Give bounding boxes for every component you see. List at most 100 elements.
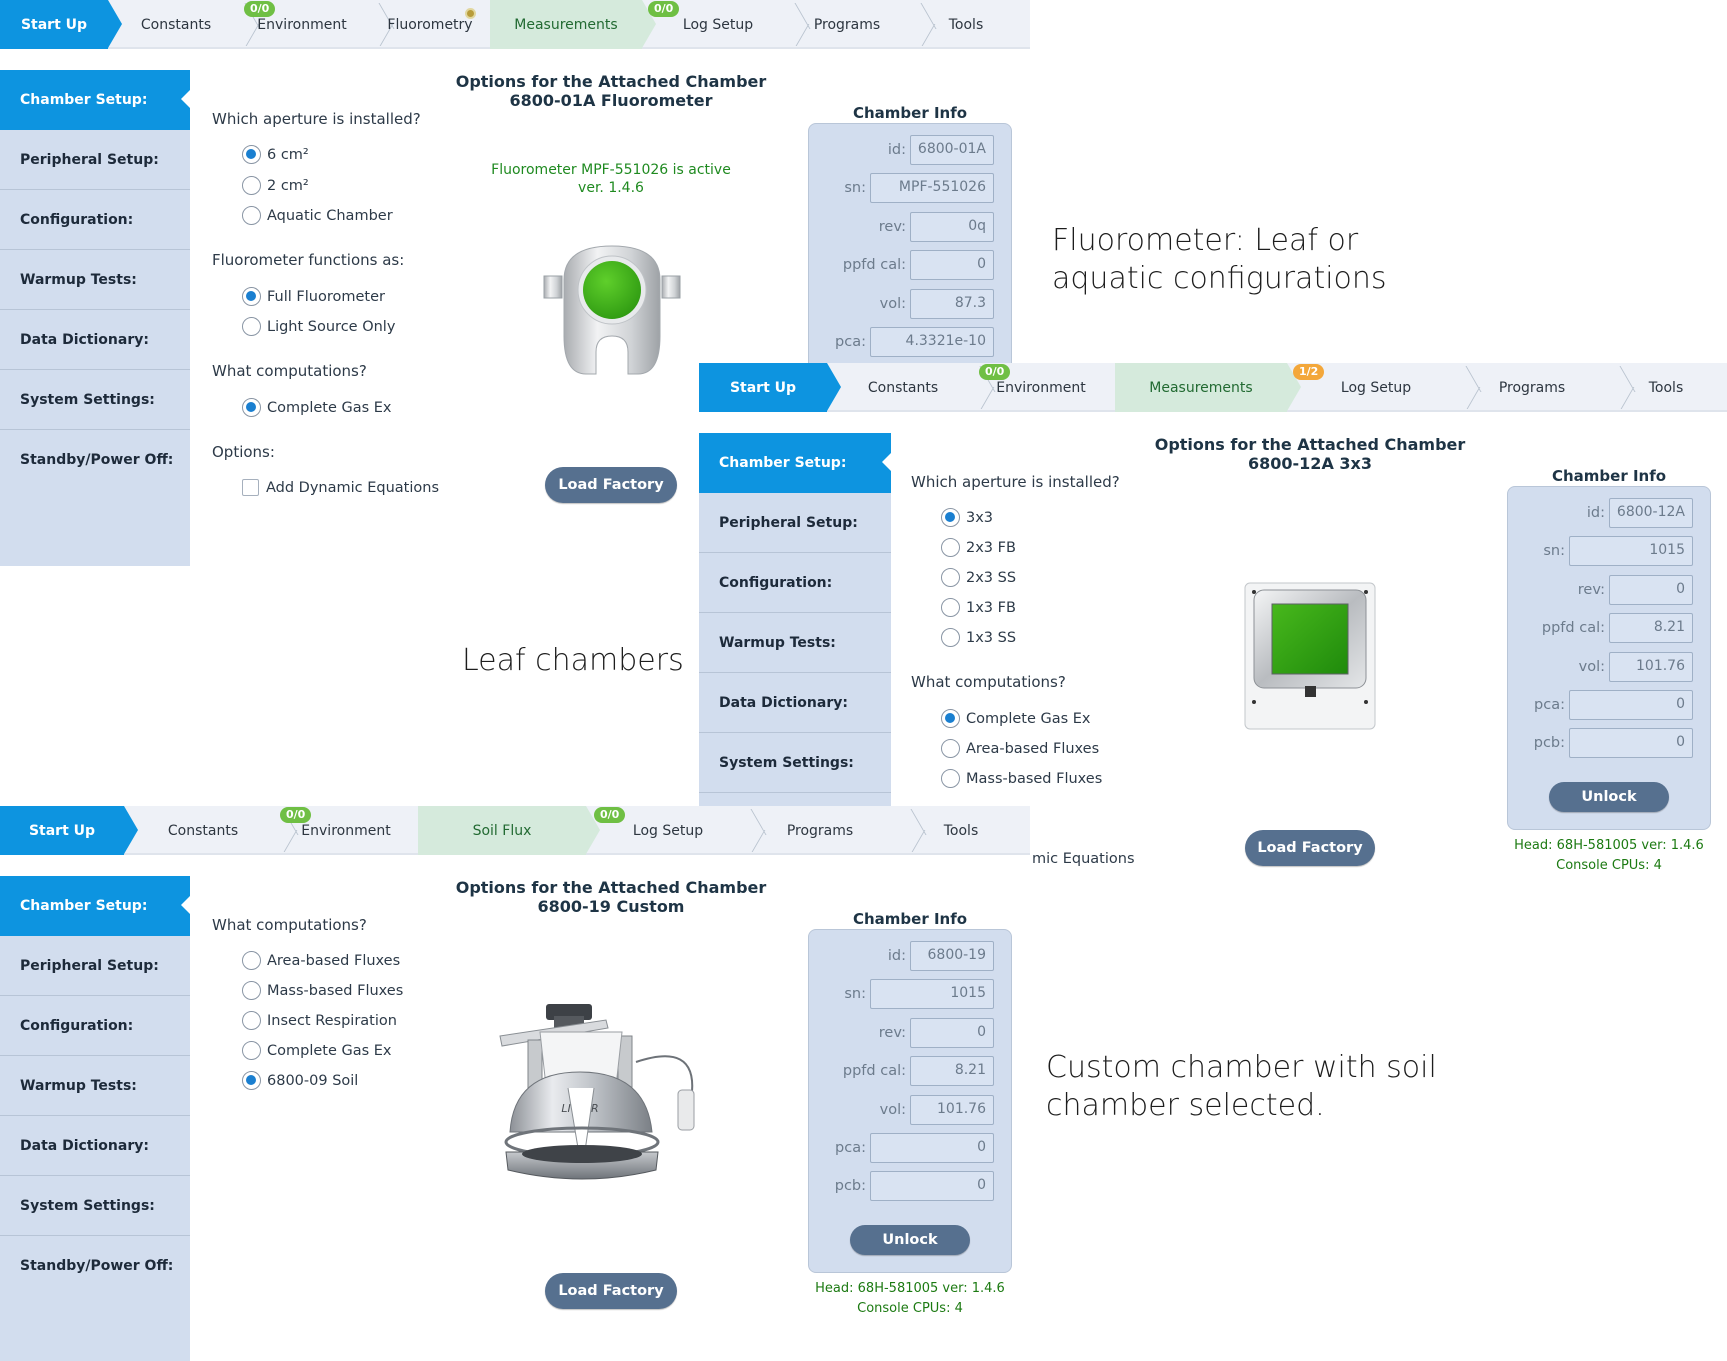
radio-button[interactable] [242, 287, 261, 306]
side-peripheral-setup[interactable]: Peripheral Setup: [0, 936, 190, 996]
side-configuration[interactable]: Configuration: [0, 190, 190, 250]
tab-programs[interactable]: Programs [1459, 363, 1605, 412]
computation-option[interactable]: Insect Respiration [242, 1011, 397, 1030]
aperture-option[interactable]: Aquatic Chamber [242, 206, 393, 225]
side-peripheral-setup[interactable]: Peripheral Setup: [699, 493, 891, 553]
tab-tools[interactable]: Tools [948, 16, 984, 33]
radio-button[interactable] [941, 739, 960, 758]
radio-button[interactable] [941, 628, 960, 647]
computation-option[interactable]: 6800-09 Soil [242, 1071, 358, 1090]
tab-log-setup[interactable]: Log Setup [1301, 363, 1451, 412]
tab-fluorometry[interactable]: Fluorometry [387, 16, 473, 33]
tab-tools[interactable]: Tools [943, 822, 979, 839]
radio-button[interactable] [242, 145, 261, 164]
computation-option[interactable]: Area-based Fluxes [242, 951, 400, 970]
tab-programs[interactable]: Programs [788, 0, 906, 49]
aperture-option[interactable]: 2x3 FB [941, 538, 1016, 557]
side-data-dictionary[interactable]: Data Dictionary: [699, 673, 891, 733]
load-factory-button[interactable]: Load Factory [545, 1273, 677, 1309]
side-configuration[interactable]: Configuration: [699, 553, 891, 613]
tab-measurements[interactable]: Measurements [1115, 363, 1301, 412]
radio-button[interactable] [941, 598, 960, 617]
radio-button[interactable] [941, 769, 960, 788]
radio-button[interactable] [242, 398, 261, 417]
aperture-option[interactable]: 2x3 SS [941, 568, 1016, 587]
tab-environment[interactable]: Environment [240, 0, 364, 49]
tab-tools[interactable]: Tools [1648, 379, 1684, 396]
checkbox[interactable] [242, 479, 259, 496]
radio-button[interactable] [242, 951, 261, 970]
computation-option[interactable]: Complete Gas Ex [242, 1041, 392, 1060]
side-peripheral-setup[interactable]: Peripheral Setup: [0, 130, 190, 190]
tab-constants[interactable]: Constants [138, 806, 268, 855]
radio-button[interactable] [242, 981, 261, 1000]
radio-button[interactable] [941, 709, 960, 728]
radio-button[interactable] [941, 568, 960, 587]
tab-log-setup[interactable]: Log Setup [656, 0, 780, 49]
aperture-option[interactable]: 1x3 FB [941, 598, 1016, 617]
tab-measurements[interactable]: Measurements [490, 0, 656, 49]
radio-button[interactable] [242, 1071, 261, 1090]
tab-environment[interactable]: Environment [301, 822, 391, 839]
side-data-dictionary[interactable]: Data Dictionary: [0, 1116, 190, 1176]
tab-start-up[interactable]: Start Up [0, 806, 138, 855]
computation-option[interactable]: Area-based Fluxes [941, 739, 1099, 758]
unlock-button[interactable]: Unlock [1549, 782, 1669, 812]
ci-label: pcb: [834, 1178, 866, 1194]
radio-button[interactable] [941, 508, 960, 527]
side-data-dictionary[interactable]: Data Dictionary: [0, 310, 190, 370]
tab-start-up[interactable]: Start Up [0, 0, 122, 49]
side-system-settings[interactable]: System Settings: [699, 733, 891, 793]
tab-environment[interactable]: Environment [996, 379, 1086, 396]
load-factory-button[interactable]: Load Factory [545, 467, 677, 503]
radio-button[interactable] [941, 538, 960, 557]
function-option[interactable]: Full Fluorometer [242, 287, 385, 306]
side-chamber-setup[interactable]: Chamber Setup: [0, 876, 190, 936]
side-nav: Chamber Setup: Peripheral Setup: Configu… [0, 70, 190, 566]
functions-question: Fluorometer functions as: [212, 251, 405, 269]
side-chamber-setup[interactable]: Chamber Setup: [699, 433, 891, 493]
side-standby-power-off[interactable]: Standby/Power Off: [20, 452, 174, 468]
ci-label: rev: [878, 1025, 906, 1041]
tab-soil-flux[interactable]: Soil Flux [418, 806, 600, 855]
side-warmup-tests[interactable]: Warmup Tests: [699, 613, 891, 673]
side-warmup-tests[interactable]: Warmup Tests: [0, 1056, 190, 1116]
tab-constants[interactable]: Constants [122, 0, 230, 49]
computation-option[interactable]: Complete Gas Ex [242, 398, 392, 417]
aperture-option[interactable]: 1x3 SS [941, 628, 1016, 647]
function-option[interactable]: Light Source Only [242, 317, 395, 336]
option-dynamic-equations[interactable]: Add Dynamic Equations [242, 479, 439, 496]
tab-start-up[interactable]: Start Up [699, 363, 841, 412]
ci-label: id: [1586, 505, 1605, 521]
side-standby-power-off[interactable]: Standby/Power Off: [20, 1258, 174, 1274]
aperture-option[interactable]: 6 cm² [242, 145, 309, 164]
computations-question: What computations? [212, 916, 367, 934]
tab-constants[interactable]: Constants [841, 363, 965, 412]
ci-id-field: 6800-12A [1609, 498, 1693, 528]
side-system-settings[interactable]: System Settings: [0, 1176, 190, 1236]
computation-option[interactable]: Mass-based Fluxes [941, 769, 1102, 788]
caption-leaf: Leaf chambers [462, 643, 684, 678]
side-configuration[interactable]: Configuration: [0, 996, 190, 1056]
computation-option[interactable]: Mass-based Fluxes [242, 981, 403, 1000]
fluorometry-status-dot [465, 8, 476, 19]
computations-question: What computations? [911, 673, 1066, 691]
aperture-option[interactable]: 3x3 [941, 508, 993, 527]
unlock-button[interactable]: Unlock [850, 1225, 970, 1255]
radio-button[interactable] [242, 206, 261, 225]
side-warmup-tests[interactable]: Warmup Tests: [0, 250, 190, 310]
side-chamber-setup[interactable]: Chamber Setup: [0, 70, 190, 130]
aperture-option[interactable]: 2 cm² [242, 176, 309, 195]
computation-option[interactable]: Complete Gas Ex [941, 709, 1091, 728]
radio-button[interactable] [242, 1041, 261, 1060]
load-factory-button[interactable]: Load Factory [1245, 830, 1375, 866]
top-nav: Start Up Constants Environment 0/0 Soil … [0, 806, 1030, 855]
side-system-settings[interactable]: System Settings: [0, 370, 190, 430]
radio-button[interactable] [242, 317, 261, 336]
tab-log-setup[interactable]: Log Setup [600, 806, 736, 855]
radio-button[interactable] [242, 176, 261, 195]
option-dynamic-equations-partial[interactable]: mic Equations [1032, 851, 1135, 867]
tab-programs[interactable]: Programs [744, 806, 896, 855]
radio-button[interactable] [242, 1011, 261, 1030]
